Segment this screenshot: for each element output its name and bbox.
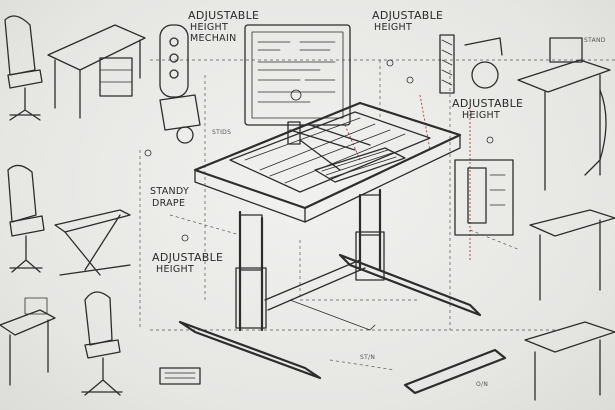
label-mechanism-1: ADJUSTABLE	[188, 9, 260, 22]
leg-detail-sketch	[454, 159, 514, 236]
foldable-stand-sketch	[54, 209, 131, 276]
main-standing-desk	[178, 24, 482, 380]
desk-sketch-bottom-right	[524, 321, 615, 401]
label-small-b: ST/N	[360, 354, 376, 361]
label-top-center-2: HEIGHT	[374, 22, 413, 33]
label-left-2: DRAPE	[152, 198, 186, 209]
monitor-sketch	[244, 24, 351, 145]
label-right-1: ADJUSTABLE	[452, 97, 524, 110]
chair-sketch-bottom	[81, 291, 123, 396]
desk-sketch-bottom-left	[0, 297, 56, 386]
label-mid-left-1: ADJUSTABLE	[152, 251, 224, 264]
label-mechanism-2: HEIGHT	[190, 22, 229, 33]
label-mid-left-2: HEIGHT	[156, 264, 195, 275]
label-small-a: STIDS	[212, 129, 232, 136]
bottom-bar-sketch	[159, 348, 507, 395]
desk-sketch-mid-right	[529, 209, 615, 301]
chair-sketch-top-left	[4, 15, 43, 121]
label-top-center-1: ADJUSTABLE	[372, 9, 444, 22]
label-left-1: STANDY	[150, 186, 190, 197]
label-small-d: STAND	[584, 37, 606, 44]
label-mechanism-3: MECHAIN	[190, 33, 237, 44]
control-panel-sketch	[159, 24, 189, 98]
circle-markers	[144, 59, 494, 242]
spring-mechanism-sketch	[439, 34, 503, 94]
motor-sketch	[159, 94, 201, 144]
label-small-c: O/N	[476, 381, 489, 388]
label-right-2: HEIGHT	[462, 110, 501, 121]
construction-lines	[139, 59, 615, 371]
desk-sketch-top-right	[517, 37, 611, 191]
desk-sketch-top-left	[47, 24, 146, 119]
chair-sketch-mid-left	[7, 164, 45, 273]
